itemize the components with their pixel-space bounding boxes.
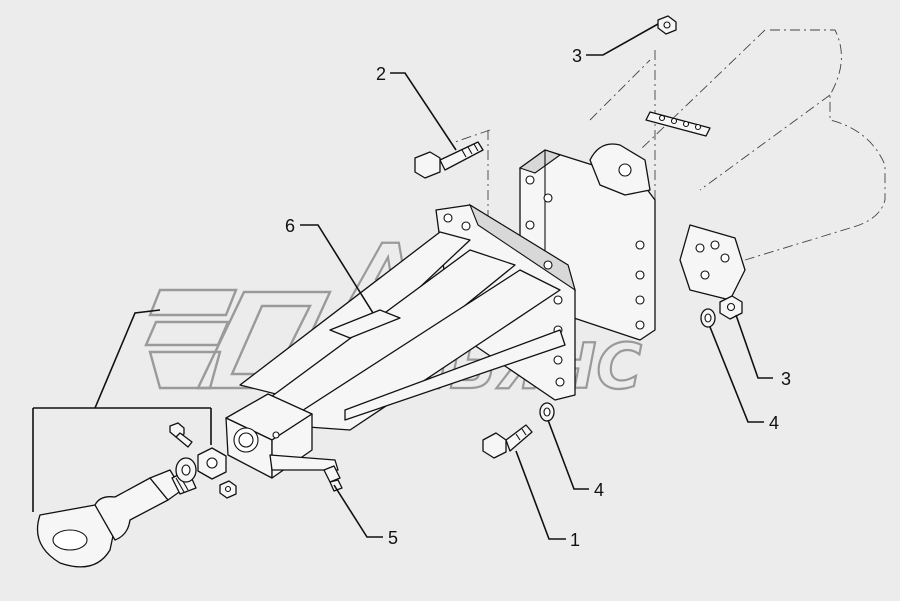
- callout-3-top: 3: [572, 46, 582, 66]
- grease-fitting: [323, 465, 343, 492]
- leader-2: [390, 72, 457, 151]
- tractor-frame-ghost: [454, 29, 886, 330]
- callout-labels: 2 3 6 3 4 4 1 5: [285, 46, 791, 550]
- callout-1: 1: [570, 530, 580, 550]
- washer-lower: [539, 402, 555, 422]
- nut-upper: [657, 15, 677, 35]
- drawbar-bracket: [225, 203, 576, 479]
- callout-4-right: 4: [769, 413, 779, 433]
- callout-5: 5: [388, 528, 398, 548]
- callout-6: 6: [285, 216, 295, 236]
- nut-right: [719, 295, 743, 320]
- bolt-upper: [414, 141, 484, 179]
- towing-eye-assembly: [36, 422, 237, 568]
- callout-2: 2: [376, 64, 386, 84]
- washer-right: [700, 308, 716, 328]
- leader-5: [333, 484, 383, 538]
- leader-3-right: [735, 314, 773, 379]
- leader-3-top: [586, 23, 659, 56]
- leader-lines: [32, 23, 773, 540]
- callout-4-lower: 4: [594, 480, 604, 500]
- leader-1: [515, 450, 566, 540]
- assembly-bracket: [32, 407, 212, 512]
- leader-4-right: [709, 326, 764, 423]
- bolt-lower: [482, 424, 533, 459]
- callout-3-right: 3: [781, 369, 791, 389]
- leader-assembly: [94, 309, 161, 409]
- leader-4-lower: [547, 419, 589, 490]
- leader-6: [300, 224, 374, 314]
